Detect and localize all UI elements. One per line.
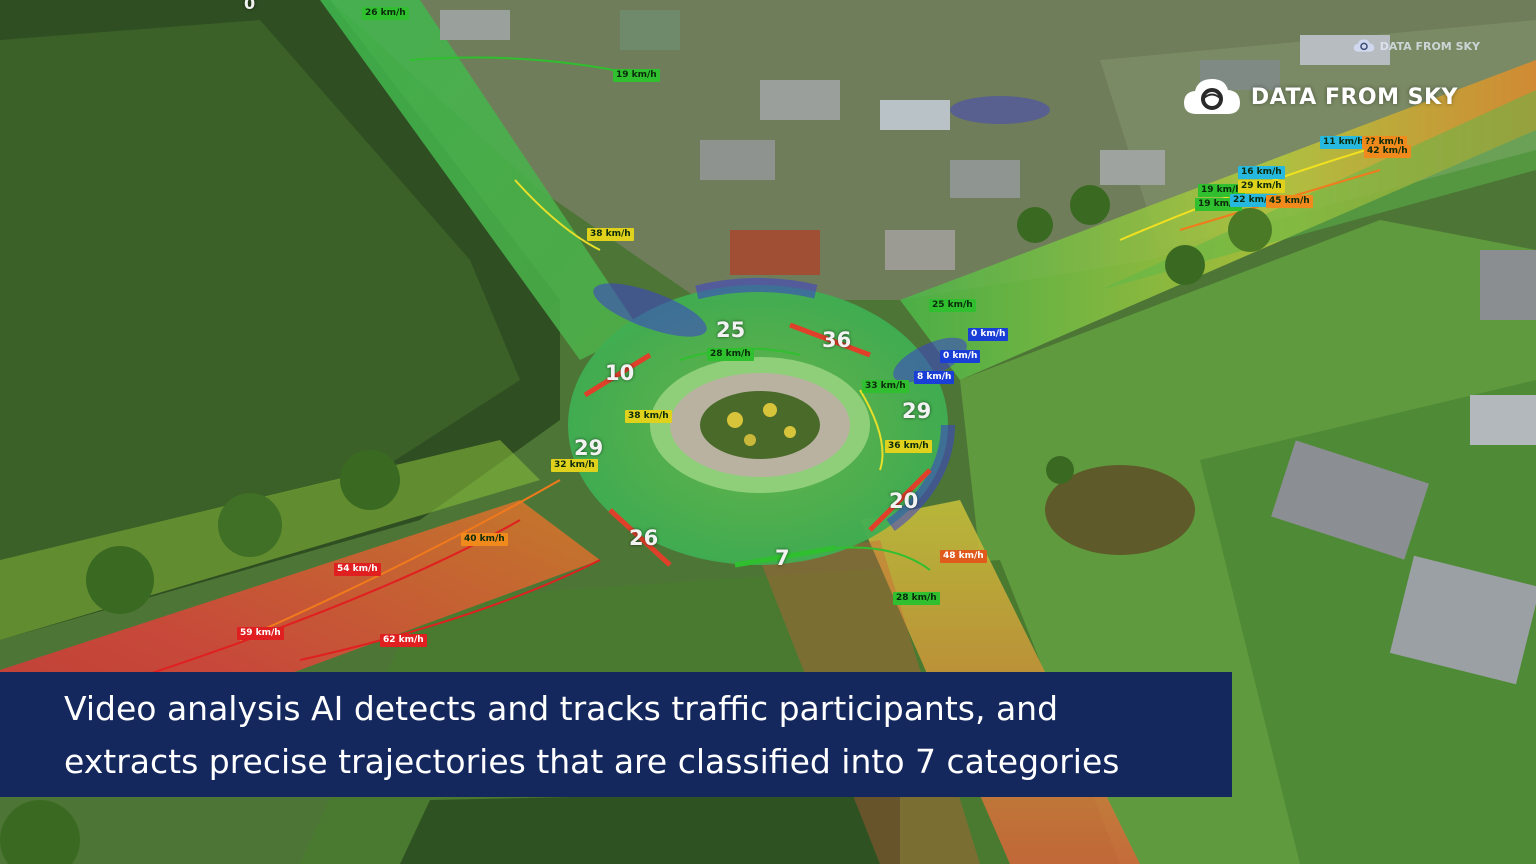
speed-tag: 29 km/h <box>1238 180 1285 193</box>
count-label-northeast: 36 <box>822 328 852 352</box>
caption-banner: Video analysis AI detects and tracks tra… <box>0 672 1232 797</box>
speed-tag: 28 km/h <box>893 592 940 605</box>
speed-tag: 40 km/h <box>461 533 508 546</box>
count-label-southwest: 26 <box>629 526 659 550</box>
speed-tag: 22 km/h <box>1230 194 1277 207</box>
speed-tag: 28 km/h <box>707 348 754 361</box>
speed-tag: 48 km/h <box>940 550 987 563</box>
speed-tag: 36 km/h <box>885 440 932 453</box>
caption-line-1: Video analysis AI detects and tracks tra… <box>64 689 1059 728</box>
speed-tag: 8 km/h <box>914 371 955 384</box>
speed-tag: 11 km/h <box>1320 136 1367 149</box>
brand-name: DATA FROM SKY <box>1250 84 1458 110</box>
speed-tag: 16 km/h <box>1238 166 1285 179</box>
count-label-south: 7 <box>775 546 790 570</box>
watermark-brand-text-small: DATA FROM SKY <box>1379 39 1480 53</box>
cloud-eye-icon <box>1183 79 1240 114</box>
speed-tag: 26 km/h <box>362 7 409 20</box>
count-label-northwest: 10 <box>605 361 635 385</box>
count-label-west: 29 <box>574 436 604 460</box>
count-label-east: 29 <box>902 399 932 423</box>
speed-tag: 25 km/h <box>929 299 976 312</box>
count-label-southeast: 20 <box>889 489 919 513</box>
caption-line-2: extracts precise trajectories that are c… <box>64 742 1120 781</box>
speed-tag: 19 km/h <box>613 69 660 82</box>
speed-tag: 38 km/h <box>625 410 672 423</box>
speed-tag: 54 km/h <box>334 563 381 576</box>
brand-logo: DATA FROM SKY <box>1183 76 1458 118</box>
speed-tag: 59 km/h <box>237 627 284 640</box>
watermark-logo-small: DATA FROM SKY <box>1353 38 1480 54</box>
count-label-north: 25 <box>716 318 746 342</box>
speed-tag: 32 km/h <box>551 459 598 472</box>
speed-tag: 33 km/h <box>862 380 909 393</box>
speed-tag: 0 km/h <box>968 328 1009 341</box>
count-label-north-top: 0 <box>244 0 256 13</box>
speed-tag: 62 km/h <box>380 634 427 647</box>
speed-tag: 42 km/h <box>1364 145 1411 158</box>
speed-tag: 45 km/h <box>1266 195 1313 208</box>
speed-tag: 38 km/h <box>587 228 634 241</box>
cloud-eye-icon <box>1353 39 1374 52</box>
speed-tag: 0 km/h <box>940 350 981 363</box>
speed-tag: 19 km/h <box>1198 184 1245 197</box>
